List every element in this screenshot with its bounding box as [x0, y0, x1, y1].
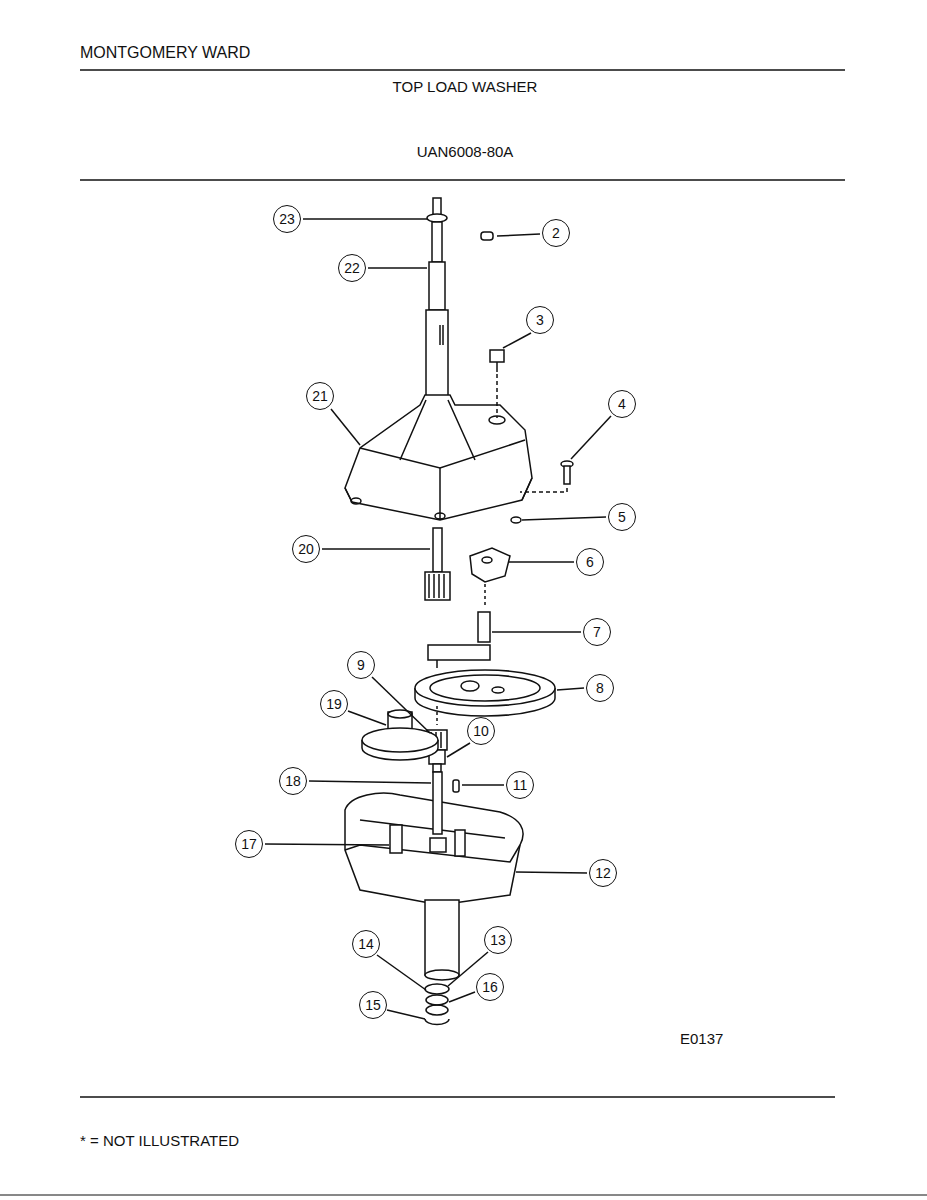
callout-circle: 14	[352, 930, 380, 958]
callout-number: 23	[279, 212, 295, 226]
callout-number: 11	[513, 778, 528, 792]
callout-circle: 23	[273, 205, 301, 233]
callout-circle: 21	[306, 382, 334, 410]
callout-circle: 7	[583, 618, 611, 646]
callout-number: 3	[536, 313, 544, 327]
callout-circle: 3	[526, 306, 554, 334]
callout-circle: 17	[235, 830, 263, 858]
label-text: E0137	[680, 1031, 723, 1048]
callout-number: 14	[358, 937, 374, 951]
callout-number: 10	[473, 724, 489, 738]
callout-circle: 10	[467, 717, 495, 745]
callout-number: 12	[595, 866, 611, 880]
callout-number: 22	[344, 261, 360, 275]
callout-circle: 16	[476, 973, 504, 1001]
callout-circle: 8	[586, 674, 614, 702]
callout-number: 17	[241, 837, 257, 851]
callout-circle: 13	[484, 926, 512, 954]
callout-circle: 19	[320, 690, 348, 718]
title-text: TOP LOAD WASHER	[393, 79, 538, 96]
callout-number: 9	[357, 658, 365, 672]
callout-number: 21	[312, 389, 328, 403]
callout-number: 15	[365, 998, 381, 1012]
label-text: * = NOT ILLUSTRATED	[80, 1133, 239, 1150]
callout-number: 20	[298, 542, 314, 556]
callout-circle: 18	[279, 767, 307, 795]
callout-number: 13	[490, 933, 506, 947]
callout-circle: 11	[506, 771, 534, 799]
callout-circle: 15	[359, 991, 387, 1019]
callout-circle: 9	[347, 651, 375, 679]
callout-number: 19	[326, 697, 342, 711]
callout-circle: 12	[589, 859, 617, 887]
callout-number: 8	[596, 681, 604, 695]
callout-number: 2	[552, 226, 560, 240]
callout-number: 6	[586, 555, 594, 569]
callout-number: 16	[482, 980, 498, 994]
callout-circle: 22	[338, 254, 366, 282]
callout-circle: 5	[608, 503, 636, 531]
callout-circle: 6	[576, 548, 604, 576]
callout-circle: 4	[608, 390, 636, 418]
callout-number: 18	[285, 774, 301, 788]
callout-number: 4	[618, 397, 626, 411]
callout-number: 7	[593, 625, 601, 639]
callout-number: 5	[618, 510, 626, 524]
label-text: UAN6008-80A	[417, 144, 514, 161]
callout-circle: 20	[292, 535, 320, 563]
callout-circle: 2	[542, 219, 570, 247]
label-text: MONTGOMERY WARD	[80, 44, 250, 62]
